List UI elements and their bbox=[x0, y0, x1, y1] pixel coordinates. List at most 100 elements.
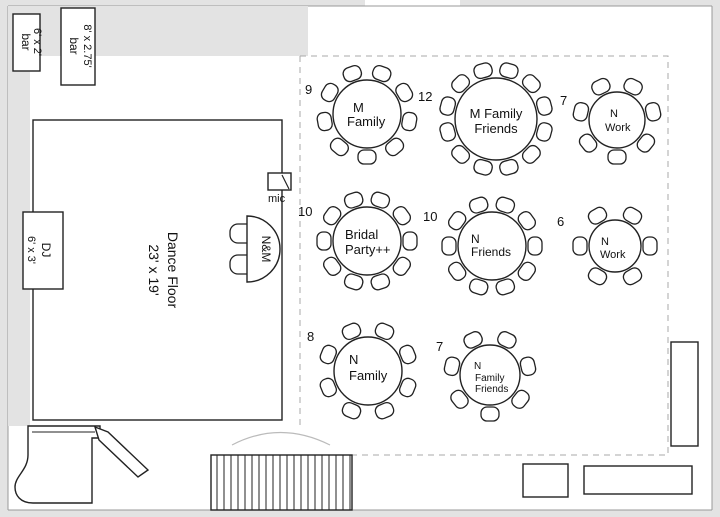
bar-small-label: bar bbox=[19, 33, 33, 50]
table-3-count: 7 bbox=[560, 93, 567, 108]
chair bbox=[527, 236, 543, 256]
table-7: 8 N Family bbox=[307, 322, 417, 420]
chair bbox=[441, 236, 457, 256]
chair bbox=[463, 331, 483, 349]
chair bbox=[371, 64, 392, 83]
chair bbox=[535, 96, 553, 116]
table-4-label-2: Party++ bbox=[345, 242, 391, 257]
dance-floor-size: 23' x 19' bbox=[146, 244, 162, 295]
chair bbox=[319, 377, 338, 398]
chair bbox=[316, 111, 333, 132]
stage-stairs bbox=[210, 432, 353, 511]
chair bbox=[495, 278, 516, 296]
table-1: 9 M Family bbox=[305, 64, 418, 165]
table-8-count: 7 bbox=[436, 339, 443, 354]
chair bbox=[374, 401, 395, 420]
table-2-label-1: M Family bbox=[470, 106, 523, 121]
dj-booth: DJ 6' x 3' bbox=[22, 211, 64, 290]
table-3-label-2: Work bbox=[605, 122, 631, 134]
table-3-label-1: N bbox=[610, 108, 618, 120]
chair bbox=[644, 102, 662, 122]
chair bbox=[622, 206, 643, 225]
chair bbox=[499, 62, 519, 80]
table-4-label-1: Bridal bbox=[345, 227, 378, 242]
chair bbox=[451, 74, 471, 94]
table-6-label-1: N bbox=[601, 236, 609, 248]
chair bbox=[623, 77, 643, 96]
chair bbox=[497, 331, 517, 349]
shaded-area bbox=[8, 6, 308, 426]
chair bbox=[495, 196, 516, 214]
chair bbox=[468, 196, 489, 214]
chair bbox=[450, 389, 469, 409]
table-2: 12 M Family Friends bbox=[418, 62, 553, 176]
chair bbox=[535, 122, 553, 142]
chair bbox=[622, 267, 643, 286]
table-8-label-1: N bbox=[474, 361, 481, 372]
chair bbox=[319, 344, 338, 365]
chair bbox=[587, 267, 608, 286]
chair bbox=[636, 133, 656, 153]
chair bbox=[521, 144, 541, 164]
bar-small-size: 6' x 2' bbox=[31, 28, 43, 56]
dance-floor-label: Dance Floor bbox=[165, 232, 181, 309]
table-7-label-2: Family bbox=[349, 368, 388, 383]
chair bbox=[447, 261, 467, 281]
table-5-label-1: N bbox=[471, 232, 480, 246]
bar-large: bar 8' x 2.75' bbox=[60, 7, 96, 86]
chair bbox=[439, 96, 457, 116]
chair bbox=[341, 322, 362, 341]
chair bbox=[591, 77, 611, 96]
dj-label: DJ bbox=[39, 243, 53, 258]
chair bbox=[447, 211, 467, 231]
chair bbox=[587, 206, 608, 225]
table-7-label-1: N bbox=[349, 352, 358, 367]
chair bbox=[395, 82, 414, 103]
chair bbox=[468, 278, 489, 296]
chair bbox=[572, 102, 590, 122]
chair bbox=[320, 82, 339, 103]
piano bbox=[14, 425, 150, 504]
chair bbox=[343, 191, 364, 209]
chair bbox=[398, 377, 417, 398]
table-4: 10 Bridal Party++ bbox=[298, 191, 418, 291]
chair bbox=[473, 62, 493, 80]
mic-label: mic bbox=[268, 193, 286, 205]
head-table-label: N&M bbox=[259, 236, 273, 263]
dj-size: 6' x 3' bbox=[25, 236, 37, 264]
chair bbox=[439, 122, 457, 142]
table-6: 6 N Work bbox=[557, 206, 658, 286]
chair bbox=[392, 256, 412, 276]
head-table: N&M bbox=[229, 215, 281, 283]
chair bbox=[374, 322, 395, 341]
table-5: 10 N Friends bbox=[423, 196, 543, 296]
chair bbox=[342, 64, 363, 83]
table-6-count: 6 bbox=[557, 214, 564, 229]
table-2-count: 12 bbox=[418, 89, 432, 104]
mic: mic bbox=[267, 172, 292, 205]
chair bbox=[392, 206, 412, 226]
table-1-label-1: M bbox=[353, 100, 364, 115]
chair bbox=[322, 256, 342, 276]
table-7-count: 8 bbox=[307, 329, 314, 344]
chair bbox=[517, 211, 537, 231]
table-1-count: 9 bbox=[305, 82, 312, 97]
chair bbox=[473, 158, 493, 176]
chair bbox=[572, 236, 588, 256]
bar-small: bar 6' x 2' bbox=[12, 13, 43, 72]
chair bbox=[385, 137, 405, 157]
table-8-label-2: Family bbox=[475, 373, 504, 384]
chair bbox=[607, 149, 627, 165]
table-5-count: 10 bbox=[423, 209, 437, 224]
chair bbox=[370, 273, 391, 291]
table-8: 7 N Family Friends bbox=[436, 331, 537, 422]
chair bbox=[357, 149, 377, 165]
table-6-label-2: Work bbox=[600, 249, 626, 261]
table-8-label-3: Friends bbox=[475, 384, 508, 395]
table-5-label-2: Friends bbox=[471, 245, 511, 259]
bar-large-size: 8' x 2.75' bbox=[81, 24, 93, 67]
box-bottom bbox=[522, 463, 569, 498]
chair bbox=[398, 344, 417, 365]
